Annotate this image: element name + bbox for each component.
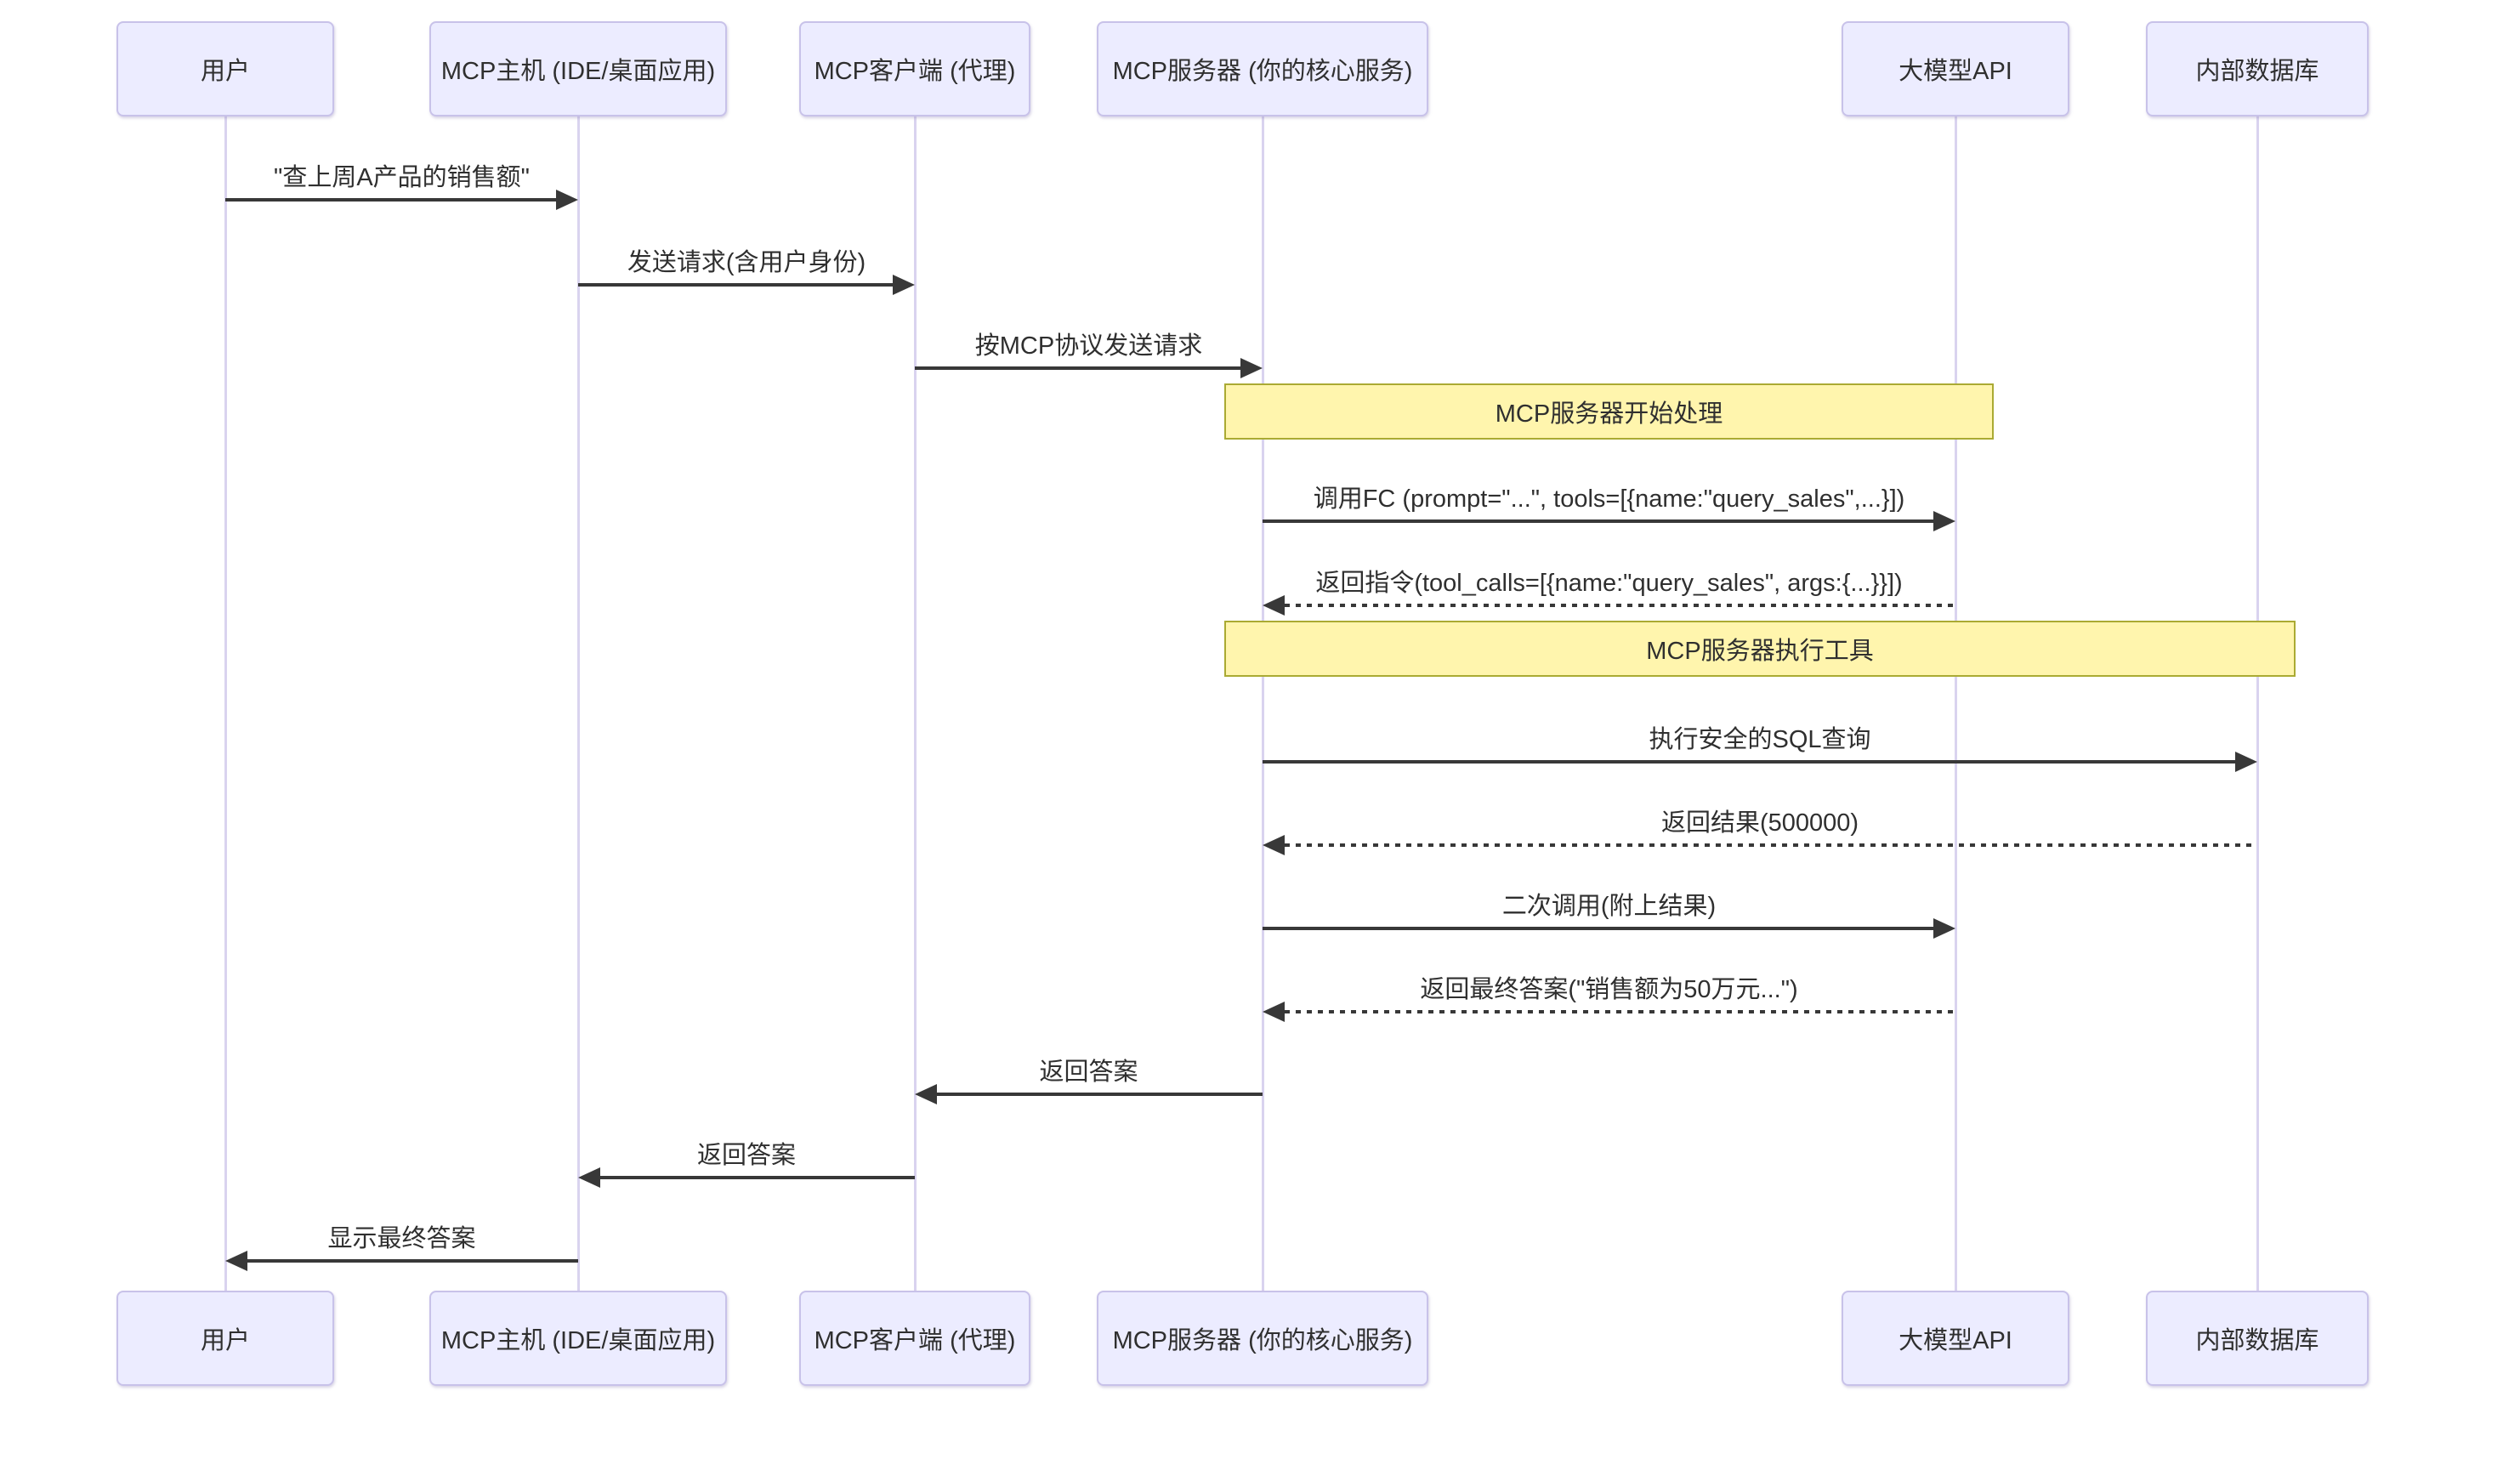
actor-label: 内部数据库 — [2195, 58, 2319, 85]
message-label: "查上周A产品的销售额" — [274, 164, 530, 191]
note-label: MCP服务器开始处理 — [1495, 400, 1723, 428]
note: MCP服务器执行工具 — [1224, 621, 2296, 677]
note-label: MCP服务器执行工具 — [1646, 638, 1874, 665]
message-line — [225, 198, 556, 202]
actor-label: MCP客户端 (代理) — [814, 1327, 1016, 1354]
message-arrowhead-right — [556, 190, 578, 210]
actor-bottom-user: 用户 — [116, 1291, 334, 1386]
message-line — [1263, 519, 1933, 523]
actor-bottom-llm: 大模型API — [1842, 1291, 2069, 1386]
message-line — [600, 1176, 915, 1179]
message-label: 调用FC (prompt="...", tools=[{name:"query_… — [1313, 485, 1905, 513]
actor-label: MCP主机 (IDE/桌面应用) — [440, 1327, 716, 1354]
message-arrowhead-left — [1263, 595, 1285, 616]
message-line — [937, 1093, 1263, 1096]
message-arrowhead-right — [893, 275, 915, 295]
message-arrowhead-right — [2235, 752, 2257, 772]
message-line — [1263, 927, 1933, 930]
actor-label: 用户 — [200, 58, 250, 85]
message-label: 返回结果(500000) — [1660, 809, 1859, 837]
message-label: 返回最终答案("销售额为50万元...") — [1420, 976, 1798, 1003]
actor-label: 用户 — [200, 1327, 250, 1354]
actor-top-user: 用户 — [116, 21, 334, 116]
actor-label: MCP客户端 (代理) — [814, 58, 1016, 85]
lifeline-server — [1261, 116, 1264, 1291]
actor-label: 大模型API — [1899, 58, 2012, 85]
message-arrowhead-left — [915, 1084, 937, 1104]
message-label: 发送请求(含用户身份) — [627, 249, 866, 276]
lifeline-llm — [1954, 116, 1957, 1291]
lifeline-db — [2256, 116, 2259, 1291]
message-label: 按MCP协议发送请求 — [974, 332, 1203, 360]
actor-label: 内部数据库 — [2195, 1327, 2319, 1354]
actor-label: 大模型API — [1899, 1327, 2012, 1354]
message-line — [1285, 604, 1955, 607]
message-arrowhead-left — [1263, 1002, 1285, 1022]
actor-top-host: MCP主机 (IDE/桌面应用) — [429, 21, 727, 116]
message-arrowhead-left — [225, 1251, 247, 1271]
message-arrowhead-right — [1240, 358, 1263, 378]
message-arrowhead-right — [1933, 918, 1955, 939]
actor-bottom-db: 内部数据库 — [2146, 1291, 2369, 1386]
message-label: 二次调用(附上结果) — [1501, 893, 1717, 920]
message-arrowhead-left — [578, 1167, 600, 1188]
lifeline-user — [224, 116, 227, 1291]
actor-label: MCP服务器 (你的核心服务) — [1112, 1327, 1413, 1354]
actor-bottom-server: MCP服务器 (你的核心服务) — [1097, 1291, 1428, 1386]
actor-top-client: MCP客户端 (代理) — [799, 21, 1030, 116]
message-line — [915, 366, 1240, 370]
message-line — [1285, 843, 2257, 847]
actor-bottom-client: MCP客户端 (代理) — [799, 1291, 1030, 1386]
message-line — [1285, 1010, 1955, 1013]
message-label: 执行安全的SQL查询 — [1649, 726, 1871, 753]
message-arrowhead-right — [1933, 511, 1955, 531]
actor-top-server: MCP服务器 (你的核心服务) — [1097, 21, 1428, 116]
message-label: 返回答案 — [1039, 1059, 1138, 1086]
actor-label: MCP主机 (IDE/桌面应用) — [440, 58, 716, 85]
actor-label: MCP服务器 (你的核心服务) — [1112, 58, 1413, 85]
note: MCP服务器开始处理 — [1224, 383, 1994, 440]
actor-bottom-host: MCP主机 (IDE/桌面应用) — [429, 1291, 727, 1386]
message-line — [247, 1259, 578, 1263]
lifeline-host — [576, 116, 580, 1291]
message-arrowhead-left — [1263, 835, 1285, 855]
message-line — [1263, 760, 2235, 764]
message-label: 返回答案 — [696, 1142, 797, 1169]
message-label: 显示最终答案 — [327, 1225, 476, 1252]
actor-top-db: 内部数据库 — [2146, 21, 2369, 116]
actor-top-llm: 大模型API — [1842, 21, 2069, 116]
message-line — [578, 283, 893, 287]
message-label: 返回指令(tool_calls=[{name:"query_sales", ar… — [1315, 570, 1903, 597]
lifeline-client — [913, 116, 917, 1291]
